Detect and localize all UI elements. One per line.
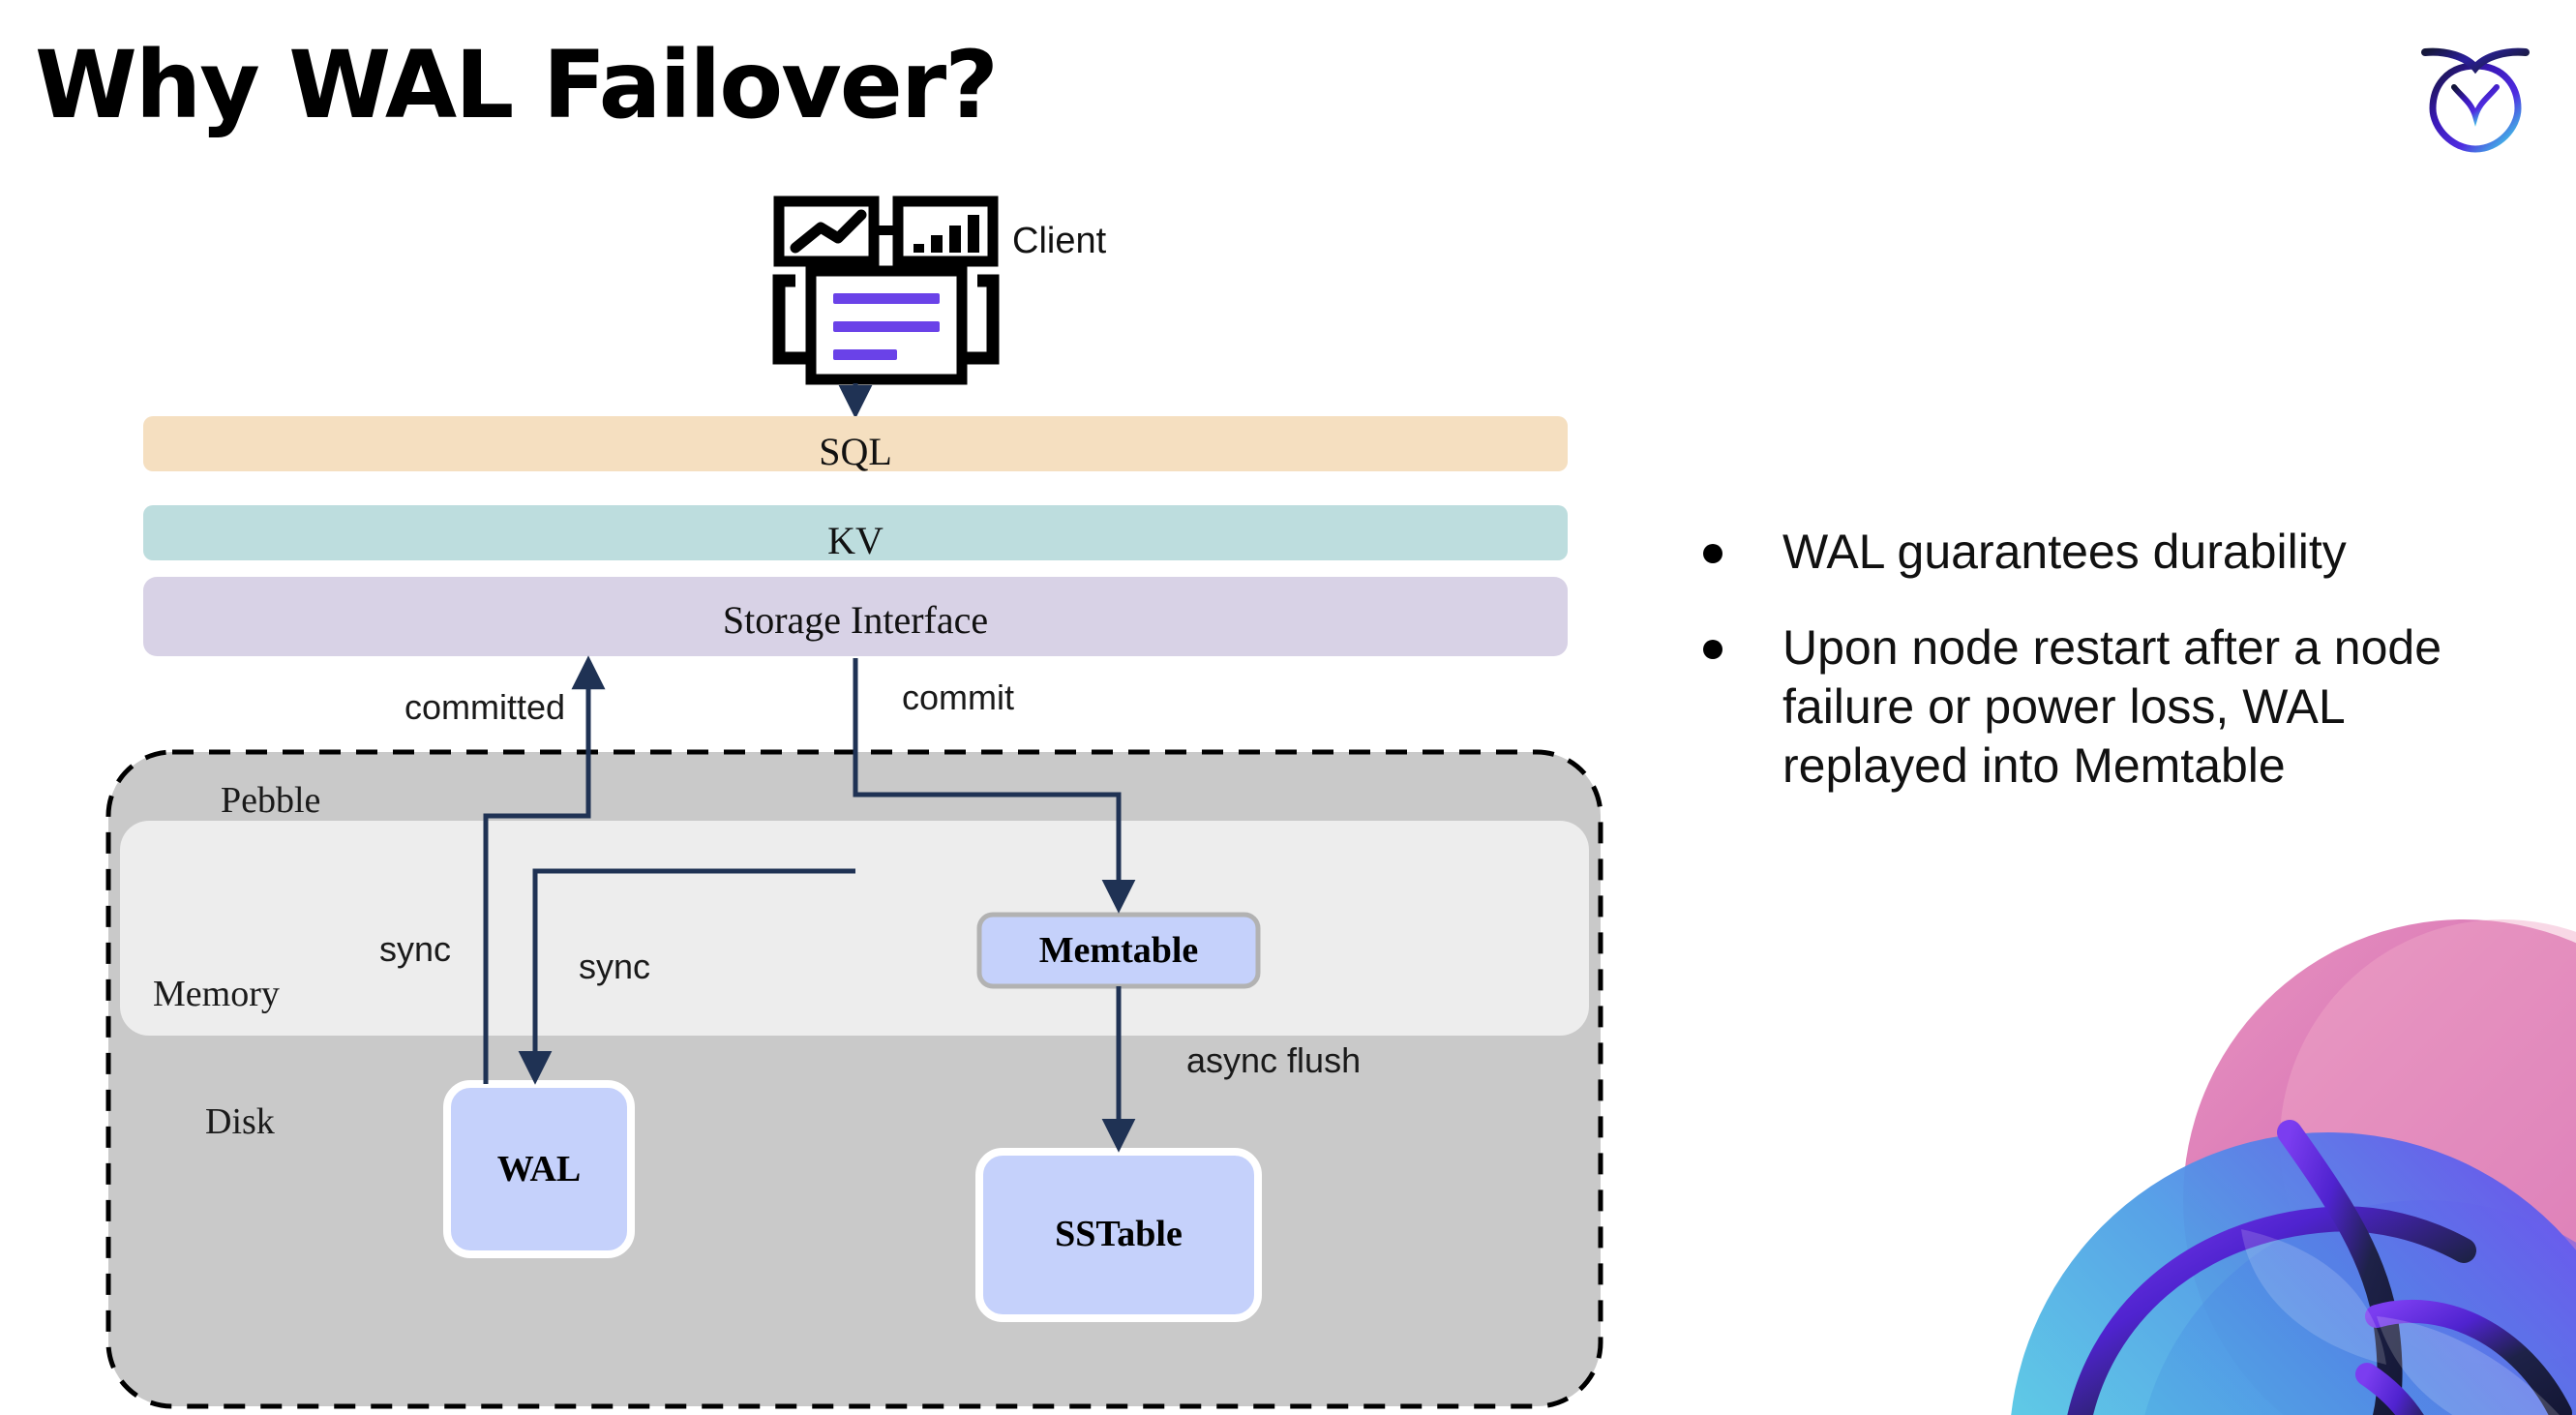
client-label: Client [1012, 221, 1107, 261]
bullet-text: Upon node restart after a node failure o… [1782, 620, 2442, 793]
sstable-box [975, 1148, 1262, 1322]
layer-bar-storage [143, 577, 1568, 656]
diagram-canvas [105, 196, 1603, 1409]
bullet-list: WAL guarantees durability Upon node rest… [1703, 523, 2477, 832]
layer-bar-sql [143, 416, 1568, 471]
wal-box [443, 1080, 635, 1258]
bullet-text: WAL guarantees durability [1782, 525, 2347, 579]
bullet-dot-icon [1703, 640, 1722, 659]
memtable-box [976, 912, 1261, 989]
edge-sync-right [518, 868, 855, 1085]
client-analytics-document-icon [772, 196, 1000, 385]
list-item: WAL guarantees durability [1703, 523, 2477, 582]
memory-zone [120, 821, 1589, 1036]
layer-bar-kv [143, 505, 1568, 560]
edge-commit [853, 658, 1136, 914]
page-title: Why WAL Failover? [35, 31, 999, 139]
decorative-logo-art [2011, 919, 2576, 1415]
edge-committed [483, 655, 606, 1084]
cockroachdb-logo [2421, 47, 2530, 153]
architecture-diagram: Client SQL KV Storage Interface Pebble M… [105, 196, 1603, 1409]
list-item: Upon node restart after a node failure o… [1703, 618, 2477, 796]
bullet-dot-icon [1703, 544, 1722, 563]
